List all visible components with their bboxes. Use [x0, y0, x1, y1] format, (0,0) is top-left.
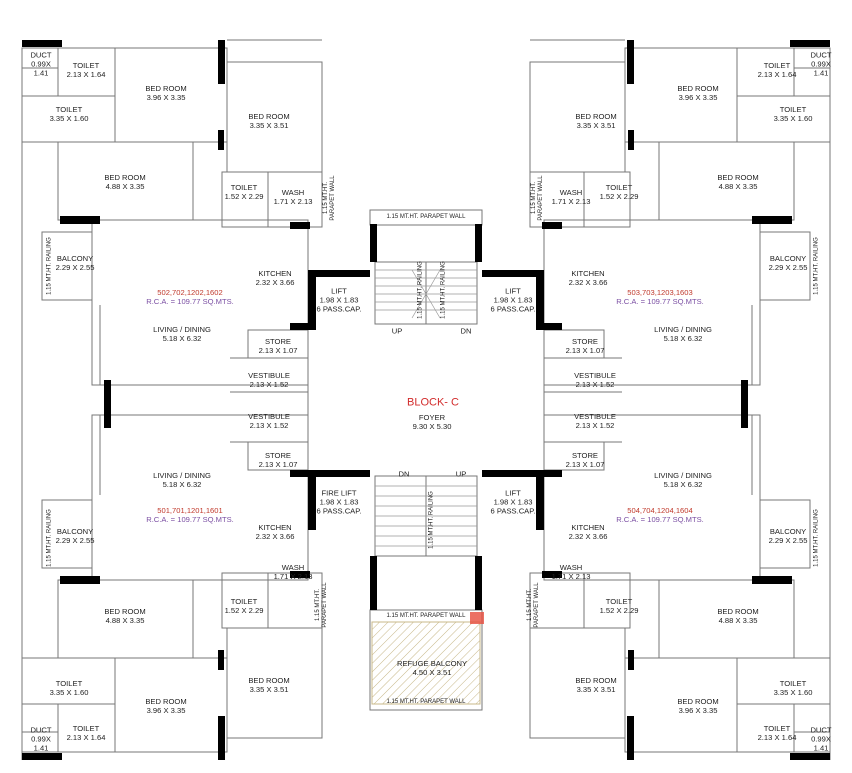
- columns: [22, 40, 830, 760]
- tl-railing-note: 1.15 MT.HT. RAILING: [47, 237, 54, 295]
- refuge-marker: [470, 612, 484, 624]
- note: 1.15 MT.HT. RAILING: [46, 237, 53, 295]
- br-parapet-note: 1.15 MT.HT.PARAPET WALL: [527, 582, 541, 627]
- note: 1.15 MT.HT. RAILING: [440, 261, 447, 319]
- note-b: PARAPET WALL: [534, 582, 540, 628]
- tr-railing-note: 1.15 MT.HT. RAILING: [814, 237, 821, 295]
- note: 1.15 MT.HT. RAILING: [46, 509, 53, 567]
- note-a: 1.15 MT.HT.: [323, 182, 329, 215]
- core-railing-note-b: 1.15 MT.HT. RAILING: [441, 261, 448, 319]
- refuge-parapet-note-bottom: 1.15 MT.HT. PARAPET WALL: [386, 699, 466, 705]
- core-railing-note-a: 1.15 MT.HT. RAILING: [418, 261, 425, 319]
- note: 1.15 MT.HT. RAILING: [417, 261, 424, 319]
- top-parapet-note: 1.15 MT.HT. PARAPET WALL: [386, 214, 466, 220]
- tl-parapet-note: 1.15 MT.HT.PARAPET WALL: [323, 175, 337, 220]
- core-railing-note-c: 1.15 MT.HT. RAILING: [429, 491, 436, 549]
- br-railing-note: 1.15 MT.HT. RAILING: [814, 509, 821, 567]
- note-b: PARAPET WALL: [330, 175, 336, 221]
- refuge-balcony-hatch: [371, 621, 481, 705]
- note-b: PARAPET WALL: [538, 175, 544, 221]
- note-b: PARAPET WALL: [322, 582, 328, 628]
- note: 1.15 MT.HT. RAILING: [428, 491, 435, 549]
- note: 1.15 MT.HT. RAILING: [813, 509, 820, 567]
- refuge-parapet-note-top: 1.15 MT.HT. PARAPET WALL: [386, 613, 466, 619]
- note: 1.15 MT.HT. RAILING: [813, 237, 820, 295]
- lift-shaft-marks: [411, 269, 441, 319]
- note-a: 1.15 MT.HT.: [315, 589, 321, 622]
- tr-parapet-note: 1.15 MT.HT.PARAPET WALL: [531, 175, 545, 220]
- bl-railing-note: 1.15 MT.HT. RAILING: [47, 509, 54, 567]
- note-a: 1.15 MT.HT.: [527, 589, 533, 622]
- note-a: 1.15 MT.HT.: [531, 182, 537, 215]
- bl-parapet-note: 1.15 MT.HT.PARAPET WALL: [315, 582, 329, 627]
